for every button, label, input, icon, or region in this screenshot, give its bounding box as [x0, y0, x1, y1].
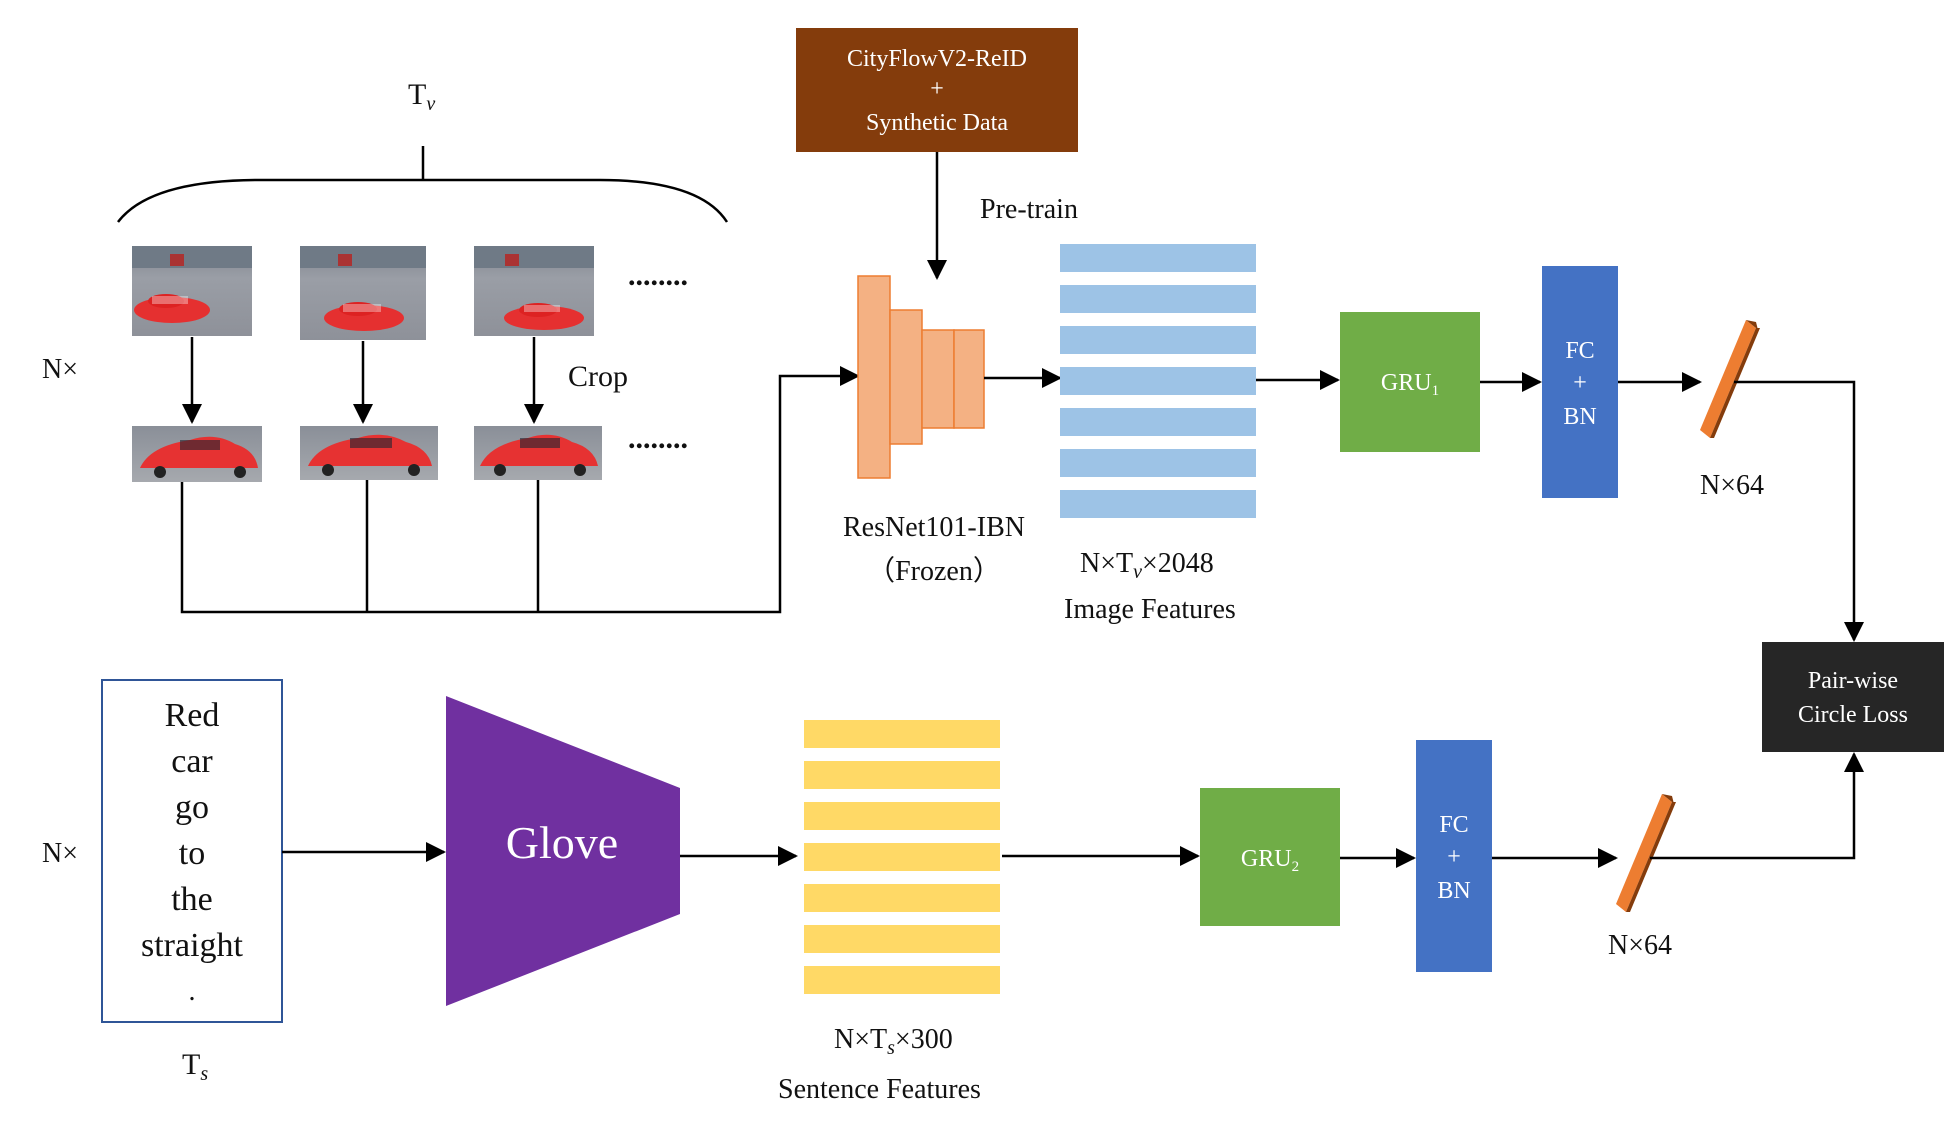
- sentence-feature-bars: [804, 720, 1000, 994]
- fcbn1-line-1: FC: [1565, 338, 1594, 364]
- backbone-label: ResNet101-IBN: [843, 512, 1025, 543]
- glove-label: Glove: [506, 817, 618, 868]
- dataset-line-3: Synthetic Data: [866, 110, 1008, 136]
- fcbn2-line-1: FC: [1439, 812, 1468, 838]
- backbone-frozen-label: （Frozen）: [867, 555, 1001, 587]
- sentence-word: straight: [141, 927, 244, 964]
- image-feature-bars: [1060, 244, 1256, 518]
- text-n-label: N×: [42, 838, 78, 869]
- fcbn2-line-3: BN: [1437, 878, 1470, 904]
- embed1-to-loss-arrow: [1734, 380, 1864, 642]
- embedding-slab-1: [1700, 320, 1760, 438]
- glove-encoder: Glove: [446, 696, 680, 1006]
- gru2-box: GRU2: [1200, 788, 1340, 926]
- embed2-to-loss-arrow: [1650, 752, 1864, 860]
- fcbn1-line-3: BN: [1563, 404, 1596, 430]
- frame-thumbnail-3: [474, 246, 594, 336]
- visual-n-label: N×: [42, 354, 78, 385]
- sentence-features-dims: N×Ts×300: [834, 1024, 953, 1059]
- pretrain-label: Pre-train: [980, 194, 1078, 225]
- frame-thumbnail-1: [132, 246, 252, 336]
- ts-label: Ts: [182, 1048, 208, 1085]
- sentence-box: Red car go to the straight .: [101, 679, 283, 1023]
- cropped-car-3: [474, 426, 602, 480]
- image-features-dims: N×Tv×2048: [1080, 548, 1214, 583]
- sentence-word: go: [175, 789, 209, 826]
- gru1-label: GRU1: [1381, 370, 1439, 399]
- sentence-word: .: [189, 976, 196, 1007]
- sentence-word: Red: [165, 697, 220, 734]
- embedding-1-label: N×64: [1700, 470, 1764, 501]
- fcbn2-box: FC + BN: [1416, 740, 1492, 972]
- crops-to-backbone-connector: [180, 366, 860, 614]
- dataset-line-1: CityFlowV2-ReID: [847, 46, 1027, 72]
- crops-ellipsis: ........: [628, 422, 688, 455]
- cropped-car-1: [132, 426, 262, 482]
- gru1-box: GRU1: [1340, 312, 1480, 452]
- tv-label: Tv: [408, 78, 435, 115]
- frame-thumbnail-2: [300, 246, 426, 340]
- fcbn1-box: FC + BN: [1542, 266, 1618, 498]
- sentence-word: car: [171, 743, 213, 780]
- loss-box: Pair-wise Circle Loss: [1762, 642, 1944, 752]
- resnet-backbone: [857, 275, 985, 479]
- loss-line-2: Circle Loss: [1798, 702, 1908, 728]
- loss-line-1: Pair-wise: [1808, 668, 1898, 694]
- brace-curve: [117, 178, 729, 223]
- gru2-label: GRU2: [1241, 846, 1299, 875]
- fcbn1-line-2: +: [1573, 370, 1587, 396]
- fcbn2-line-2: +: [1447, 844, 1461, 870]
- embedding-2-label: N×64: [1608, 930, 1672, 961]
- crop-label: Crop: [568, 360, 628, 393]
- dataset-box: CityFlowV2-ReID + Synthetic Data: [796, 28, 1078, 152]
- frames-ellipsis: ........: [628, 259, 688, 292]
- sentence-word: to: [179, 835, 205, 872]
- cropped-car-2: [300, 426, 438, 480]
- dataset-line-2: +: [930, 76, 944, 102]
- sentence-features-label: Sentence Features: [778, 1074, 981, 1105]
- sentence-word: the: [171, 881, 213, 918]
- embedding-slab-2: [1616, 794, 1676, 912]
- image-features-label: Image Features: [1064, 594, 1236, 625]
